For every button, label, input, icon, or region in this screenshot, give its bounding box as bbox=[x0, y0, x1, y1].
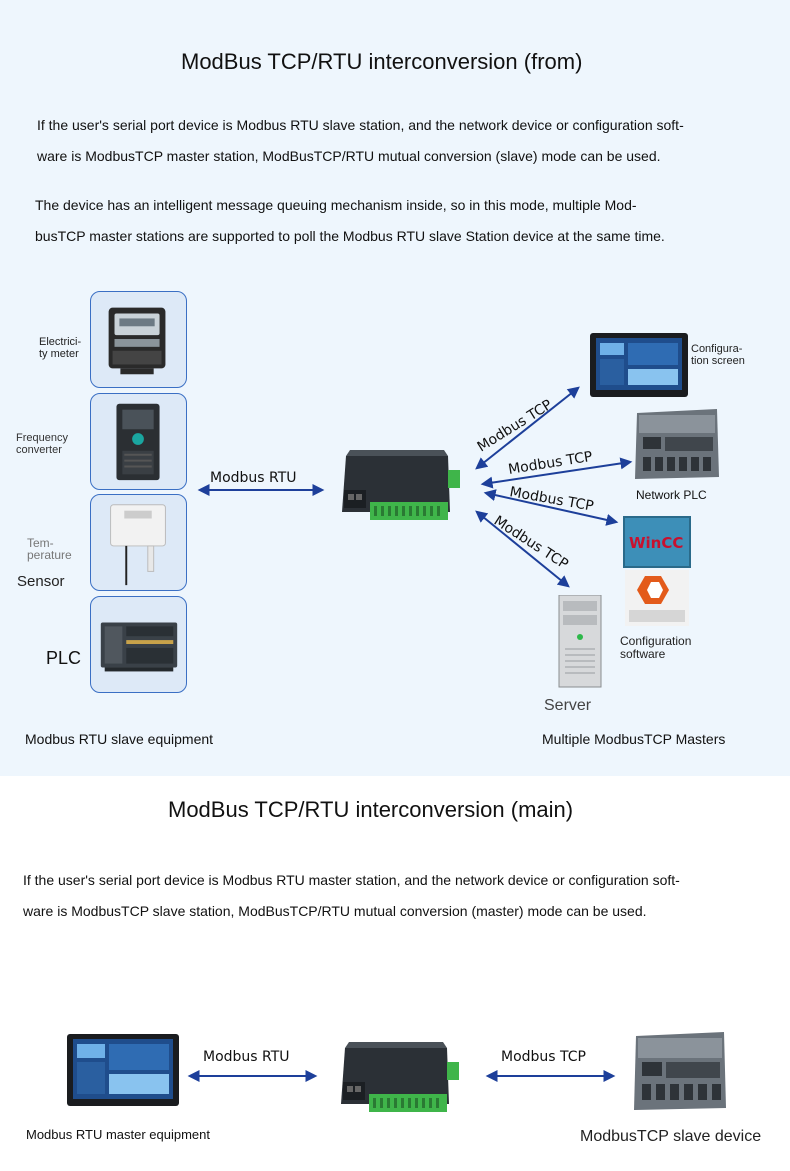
label-line: software bbox=[620, 647, 666, 661]
label-line: perature bbox=[27, 548, 72, 562]
paragraph-line: The device has an intelligent message qu… bbox=[35, 197, 637, 213]
paragraph-line: If the user's serial port device is Modb… bbox=[37, 117, 684, 133]
tcp-slave-plc bbox=[630, 1028, 730, 1119]
network-plc-icon bbox=[634, 1032, 726, 1110]
temperature-label: Tem- perature bbox=[27, 537, 72, 561]
label-line: tion screen bbox=[691, 355, 745, 367]
frequency-converter-card bbox=[90, 393, 187, 490]
frequency-converter-label: Frequency converter bbox=[16, 432, 68, 456]
sensor-label: Sensor bbox=[17, 573, 65, 590]
plc-label: PLC bbox=[46, 648, 82, 668]
gateway-device-icon bbox=[341, 1042, 459, 1112]
label-line: Electrici- bbox=[39, 336, 82, 348]
server-label: Server bbox=[544, 697, 592, 714]
section-from-paragraph-1: If the user's serial port device is Modb… bbox=[37, 110, 684, 172]
electricity-meter-icon bbox=[108, 307, 166, 375]
tcp-masters-caption: Multiple ModbusTCP Masters bbox=[542, 731, 726, 747]
paragraph-line: If the user's serial port device is Modb… bbox=[23, 872, 680, 888]
paragraph-line: ware is ModbusTCP master station, ModBus… bbox=[37, 148, 661, 164]
label-line: ty meter bbox=[39, 348, 79, 360]
network-plc-label: Network PLC bbox=[636, 488, 707, 502]
temperature-sensor-card bbox=[90, 494, 187, 591]
configuration-software-label: Configuration software bbox=[620, 635, 691, 661]
configuration-screen bbox=[590, 333, 688, 404]
config-software-logo-icon bbox=[625, 570, 689, 626]
wincc-logo-icon: WinCC bbox=[623, 516, 691, 568]
gateway-device-icon bbox=[342, 450, 460, 520]
gateway-device bbox=[336, 450, 462, 533]
wincc-text: WinCC bbox=[629, 534, 683, 552]
paragraph-line: busTCP master stations are supported to … bbox=[35, 228, 665, 244]
rtu-master-screen bbox=[67, 1034, 179, 1113]
plc-card bbox=[90, 596, 187, 693]
section-from-title: ModBus TCP/RTU interconversion (from) bbox=[181, 49, 583, 74]
label-line: Configuration bbox=[620, 634, 692, 648]
electricity-meter-card bbox=[90, 291, 187, 388]
paragraph-line: ware is ModbusTCP slave station, ModBusT… bbox=[23, 903, 647, 919]
wincc-software: WinCC bbox=[623, 516, 691, 573]
server bbox=[557, 594, 603, 694]
configuration-screen-label: Configura- tion screen bbox=[691, 343, 745, 367]
temperature-sensor-icon bbox=[110, 504, 166, 586]
label-line: Frequency bbox=[16, 432, 68, 444]
touch-screen-icon bbox=[590, 333, 688, 397]
label-line: Tem- bbox=[27, 536, 54, 550]
section-main-paragraph: If the user's serial port device is Modb… bbox=[23, 865, 680, 927]
server-tower-icon bbox=[558, 594, 602, 688]
label-line: converter bbox=[16, 444, 62, 456]
label-line: Configura- bbox=[691, 343, 743, 355]
configuration-software bbox=[625, 570, 689, 631]
tcp-slave-caption: ModbusTCP slave device bbox=[580, 1128, 762, 1145]
slave-equipment-caption: Modbus RTU slave equipment bbox=[25, 731, 214, 747]
network-plc bbox=[633, 405, 721, 488]
electricity-meter-label: Electrici- ty meter bbox=[39, 336, 81, 360]
gateway-device-main bbox=[335, 1042, 461, 1125]
section-from-paragraph-2: The device has an intelligent message qu… bbox=[35, 190, 665, 252]
network-plc-icon bbox=[635, 409, 719, 479]
rtu-master-caption: Modbus RTU master equipment bbox=[26, 1127, 211, 1142]
plc-icon bbox=[100, 622, 178, 672]
touch-screen-icon bbox=[67, 1034, 179, 1106]
section-main-title: ModBus TCP/RTU interconversion (main) bbox=[168, 797, 574, 822]
frequency-converter-icon bbox=[116, 403, 160, 481]
